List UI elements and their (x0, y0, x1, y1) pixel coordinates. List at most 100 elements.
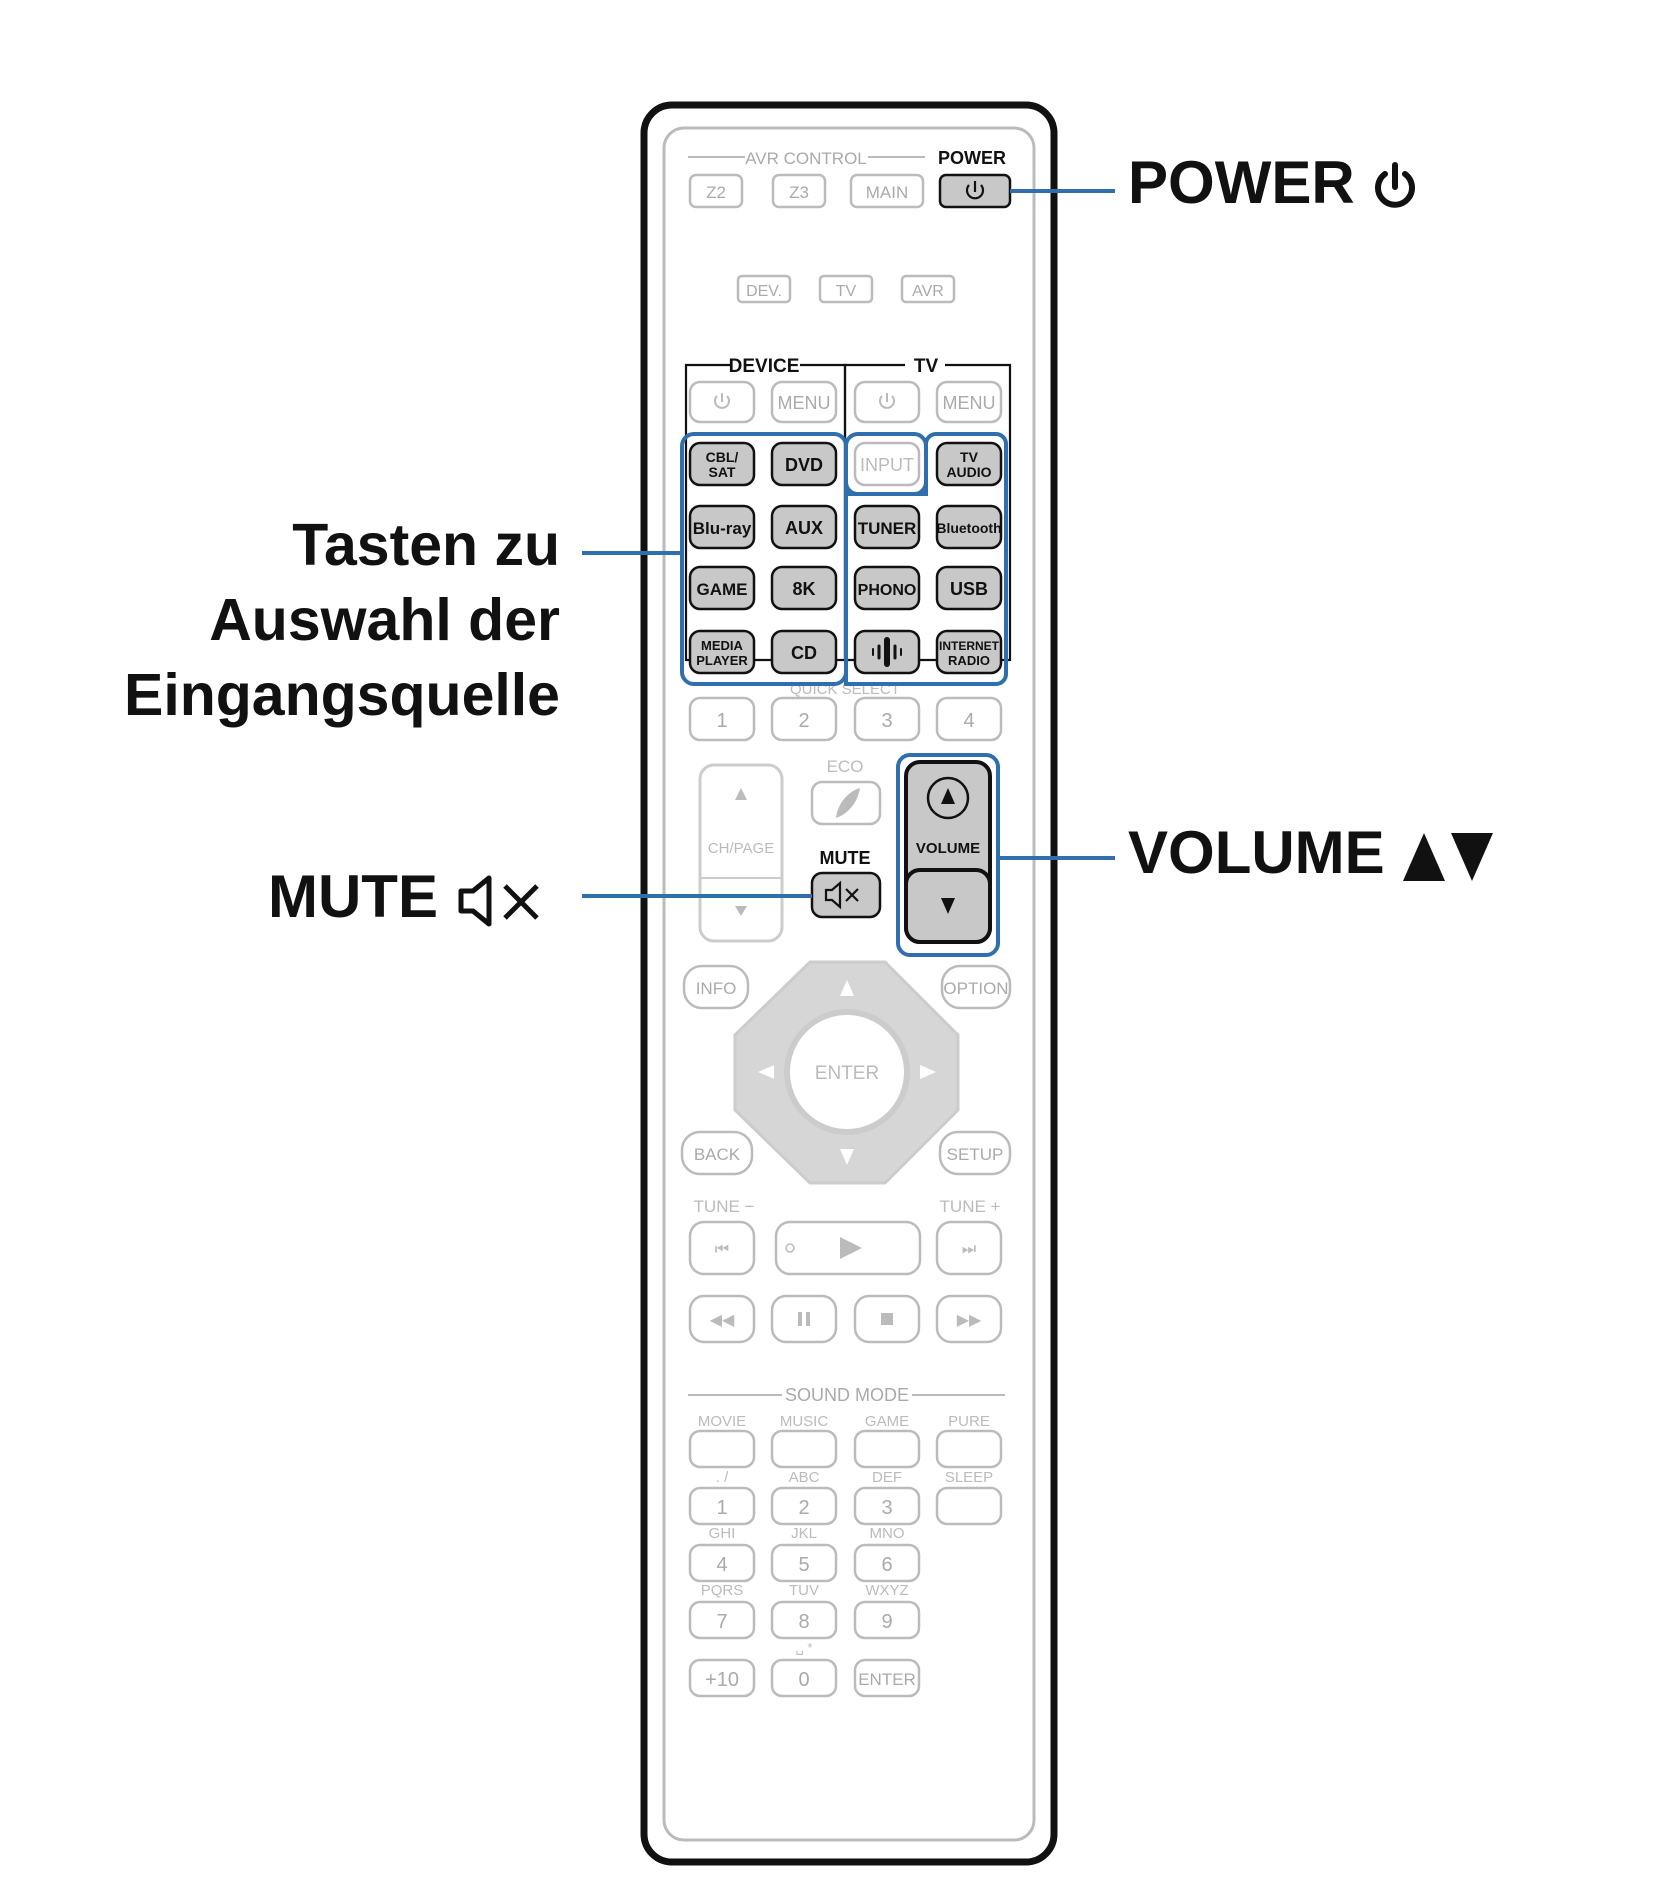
keypad-button-4[interactable]: 4 (688, 1543, 756, 1583)
mute-callout: MUTE (268, 862, 545, 931)
keypad-button-3[interactable]: 3 (853, 1486, 921, 1526)
mute-button-label: MUTE (820, 848, 871, 868)
svg-text:CBL/: CBL/ (706, 449, 739, 465)
directional-pad[interactable]: ENTER (733, 960, 960, 1185)
source-button-8k[interactable]: 8K (770, 565, 838, 611)
source-button-blu-ray[interactable]: Blu-ray (688, 504, 756, 550)
device-power-button[interactable] (688, 380, 756, 424)
skip-forward-button[interactable]: ⏭ (935, 1220, 1003, 1276)
source-button-game[interactable]: GAME (688, 565, 756, 611)
sound-mode-game-button[interactable] (853, 1429, 921, 1469)
svg-text:MEDIA: MEDIA (701, 638, 744, 653)
tv-menu-button[interactable]: MENU (935, 380, 1003, 424)
keypad-button-6[interactable]: 6 (853, 1543, 921, 1583)
tv-power-button[interactable] (853, 380, 921, 424)
input-callout-line-3: Eingangsquelle (123, 662, 560, 728)
device-menu-button[interactable]: MENU (770, 380, 838, 424)
power-callout-text: POWER (1128, 149, 1355, 216)
volume-callout: VOLUME (1128, 818, 1495, 887)
quick-select-button-4[interactable]: 4 (935, 696, 1003, 742)
svg-text:4: 4 (963, 710, 974, 732)
zone-button-z2[interactable]: Z2 (688, 173, 744, 209)
input-button[interactable]: INPUT (853, 441, 921, 487)
keypad-3-sub: DEF (872, 1469, 902, 1486)
volume-down-icon (941, 898, 955, 914)
svg-text:INPUT: INPUT (860, 455, 914, 475)
keypad-button-plus10[interactable]: +10 (688, 1658, 756, 1698)
quick-select-button-3[interactable]: 3 (853, 696, 921, 742)
zone-button-z3[interactable]: Z3 (771, 173, 827, 209)
source-button-cd[interactable]: CD (770, 629, 838, 675)
input-callout-line-1: Tasten zu (292, 512, 560, 578)
svg-text:AUX: AUX (785, 518, 823, 538)
source-button-internet-radio[interactable]: INTERNET RADIO (935, 629, 1003, 675)
keypad-button-enter[interactable]: ENTER (853, 1658, 921, 1698)
sleep-button[interactable] (935, 1486, 1003, 1526)
volume-up-icon (941, 788, 955, 804)
highlight-tv-sources (844, 432, 1008, 686)
mode-button-avr[interactable]: AVR (900, 274, 956, 304)
quick-select-button-1[interactable]: 1 (688, 696, 756, 742)
svg-text:Z2: Z2 (706, 183, 726, 202)
info-button[interactable]: INFO (682, 964, 750, 1010)
svg-text:8: 8 (798, 1611, 809, 1633)
source-button-heos[interactable] (853, 629, 921, 675)
source-button-tuner[interactable]: TUNER (853, 504, 921, 550)
keypad-8-sub: TUV (789, 1582, 819, 1599)
keypad-button-9[interactable]: 9 (853, 1600, 921, 1640)
source-button-usb[interactable]: USB (935, 565, 1003, 611)
svg-text:8K: 8K (792, 579, 815, 599)
source-button-dvd[interactable]: DVD (770, 441, 838, 487)
svg-text:BACK: BACK (694, 1145, 741, 1164)
source-button-tv-audio[interactable]: TV AUDIO (935, 441, 1003, 487)
keypad-button-2[interactable]: 2 (770, 1486, 838, 1526)
keypad-button-7[interactable]: 7 (688, 1600, 756, 1640)
option-button[interactable]: OPTION (940, 964, 1012, 1010)
mode-button-tv[interactable]: TV (818, 274, 874, 304)
keypad-button-5[interactable]: 5 (770, 1543, 838, 1583)
svg-text:GAME: GAME (697, 580, 748, 599)
back-button[interactable]: BACK (680, 1130, 754, 1176)
zone-button-main[interactable]: MAIN (849, 173, 925, 209)
keypad-button-1[interactable]: 1 (688, 1486, 756, 1526)
fast-forward-button[interactable]: ▶▶ (935, 1294, 1003, 1344)
tv-bracket (843, 363, 1012, 662)
eco-button[interactable] (810, 780, 882, 826)
sound-mode-movie-label: MOVIE (698, 1413, 746, 1430)
quick-select-button-2[interactable]: 2 (770, 696, 838, 742)
keypad-button-0[interactable]: 0 (770, 1658, 838, 1698)
sound-mode-pure-button[interactable] (935, 1429, 1003, 1469)
sound-mode-movie-button[interactable] (688, 1429, 756, 1469)
mute-button[interactable] (810, 871, 882, 919)
setup-button[interactable]: SETUP (938, 1130, 1012, 1176)
source-button-bluetooth[interactable]: Bluetooth (935, 504, 1003, 550)
svg-text:Z3: Z3 (789, 183, 809, 202)
volume-up-down-icon (1403, 833, 1494, 882)
pause-button[interactable] (770, 1294, 838, 1344)
ch-page-rocker[interactable]: CH/PAGE (698, 763, 784, 943)
source-button-aux[interactable]: AUX (770, 504, 838, 550)
sound-mode-music-button[interactable] (770, 1429, 838, 1469)
volume-rocker[interactable]: VOLUME (904, 760, 992, 944)
keypad-button-8[interactable]: 8 (770, 1600, 838, 1640)
source-button-cbl-sat[interactable]: CBL/ SAT (688, 441, 756, 487)
enter-button-label: ENTER (815, 1063, 879, 1084)
svg-text:Bluetooth: Bluetooth (936, 520, 1001, 536)
svg-text:5: 5 (798, 1554, 809, 1576)
keypad-4-sub: GHI (709, 1525, 736, 1542)
tune-plus-label: TUNE + (940, 1197, 1001, 1216)
power-button[interactable] (938, 173, 1012, 209)
play-button[interactable] (774, 1220, 922, 1276)
svg-text:TV: TV (960, 449, 979, 465)
source-button-phono[interactable]: PHONO (853, 565, 921, 611)
svg-text:SETUP: SETUP (947, 1145, 1004, 1164)
svg-text:MAIN: MAIN (866, 183, 909, 202)
skip-back-button[interactable]: ⏮ (688, 1220, 756, 1276)
rewind-button[interactable]: ◀◀ (688, 1294, 756, 1344)
sound-mode-label: SOUND MODE (785, 1385, 909, 1405)
stop-button[interactable] (853, 1294, 921, 1344)
mode-button-dev[interactable]: DEV. (736, 274, 792, 304)
arrow-left-icon (758, 1065, 774, 1079)
source-button-media-player[interactable]: MEDIA PLAYER (688, 629, 756, 675)
arrow-up-icon (840, 980, 854, 996)
